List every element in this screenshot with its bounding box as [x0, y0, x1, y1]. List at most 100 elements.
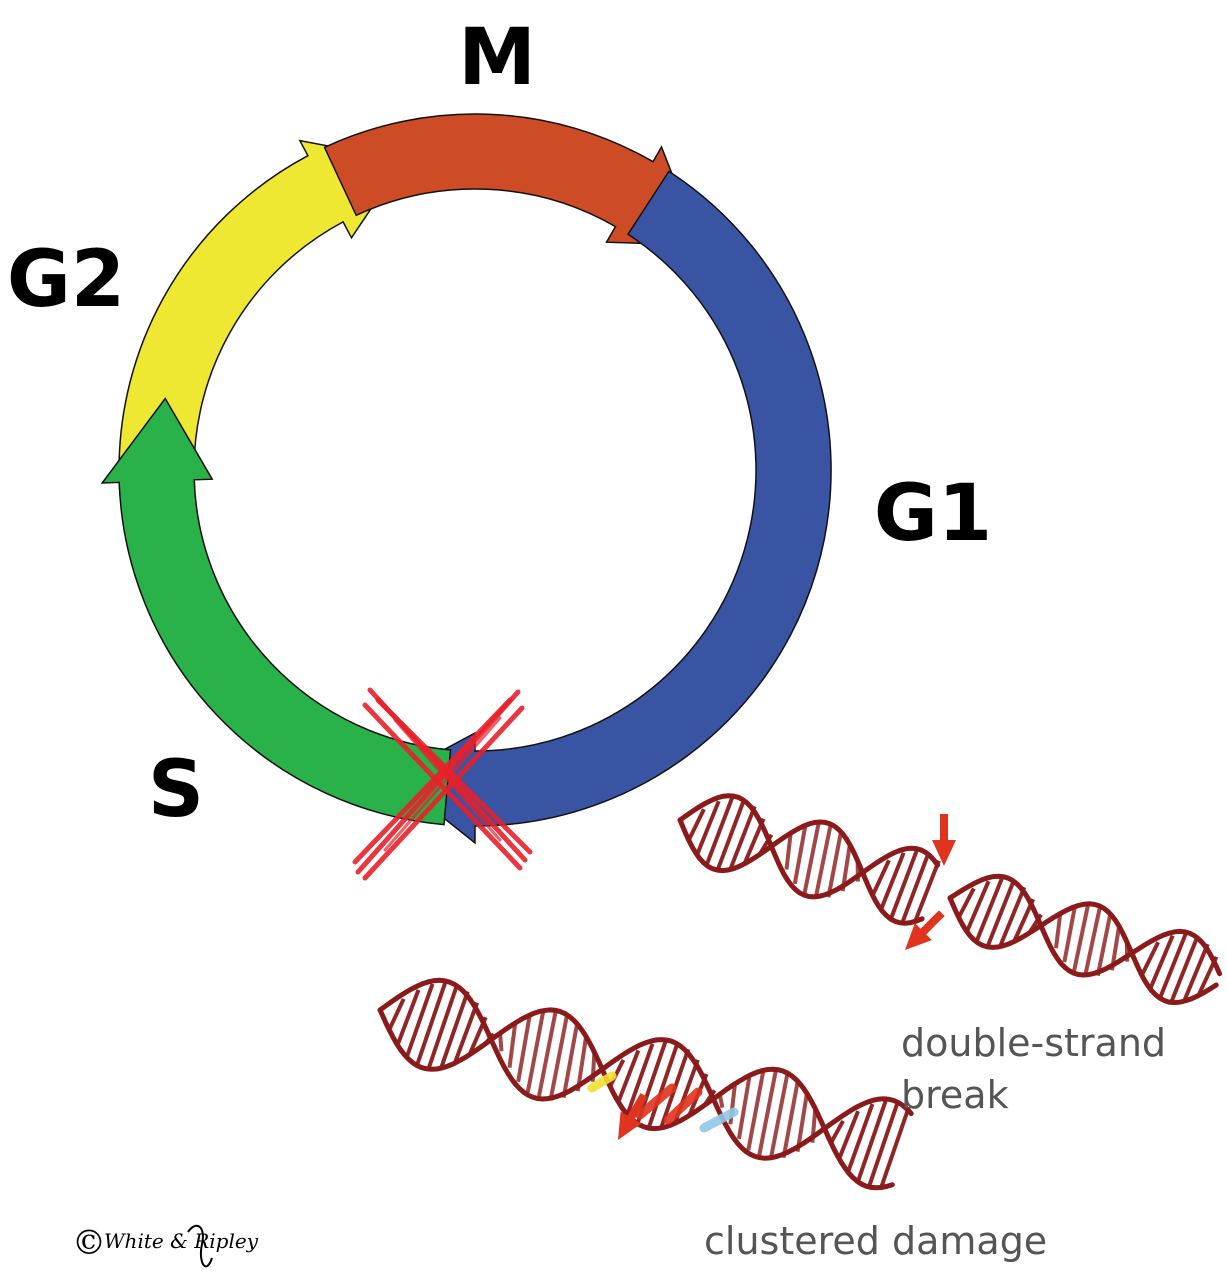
phase-label-g1: G1 [874, 469, 992, 559]
cluster-backbone-1 [377, 1007, 895, 1191]
dsb-left-base-pair [888, 849, 919, 920]
cluster-base-pair [646, 1042, 680, 1129]
dsb-right-base-pair [1140, 941, 1160, 977]
cluster-base-pair [483, 1032, 496, 1046]
cluster-base-pair [756, 1069, 779, 1158]
dsb-right-base-pair [1012, 898, 1036, 943]
cluster-base-pair [467, 1016, 488, 1056]
damage-mark [663, 1087, 703, 1125]
cell-cycle-ring [100, 113, 832, 845]
dsb-left-base-pair [879, 852, 906, 911]
dsb-right-base-pair [1054, 913, 1063, 949]
cluster-base-pair [548, 1014, 570, 1101]
dsb-right-base-pair [1027, 913, 1043, 935]
phase-label-s: S [148, 745, 204, 835]
g1-arrow [391, 170, 832, 845]
cluster-base-pair [795, 1093, 809, 1153]
g2-arrow [118, 139, 405, 496]
dsb-right-base-pair [1182, 943, 1210, 1003]
dsb-left-base-pair [870, 859, 891, 897]
s-arrow [100, 397, 452, 826]
phase-label-m: M [458, 13, 536, 103]
dsb-right-base-pair [1083, 905, 1103, 977]
cluster-base-pair [590, 1052, 597, 1082]
cluster-base-pair [736, 1075, 752, 1140]
cluster-base-pair [536, 1010, 558, 1100]
cluster-base-pair [837, 1110, 860, 1160]
dsb-left-base-pair [813, 823, 833, 899]
dsb-right-base-pair [1110, 925, 1122, 971]
dsb-left-base-pair [826, 831, 843, 898]
dsb-left-base-pair [900, 851, 931, 924]
dsb-left-base-pair [742, 817, 766, 865]
dsb-left-base-pair [704, 796, 735, 866]
dsb-left-base-pair [728, 805, 757, 871]
cluster-base-pair [781, 1080, 800, 1159]
cluster-base-pair [717, 1093, 725, 1109]
cluster-base-pair [625, 1043, 655, 1116]
dsb-right-backbone-1 [947, 895, 1219, 1006]
cluster-base-pair [452, 1002, 480, 1064]
dsb-left-base-pair [757, 833, 774, 856]
damage-mark [699, 1107, 739, 1133]
dsb-left-backbone-2 [677, 793, 941, 900]
dsb-right-base-pair [1169, 935, 1200, 1004]
dsb-right-backbone-2 [947, 873, 1223, 978]
dsb-right-base-pair [956, 887, 976, 919]
cluster-base-pair [608, 1059, 626, 1088]
cluster-base-pair [879, 1106, 911, 1189]
cluster-base-pair [525, 1010, 546, 1093]
dsb-right-base-pair [1062, 906, 1077, 963]
cluster-base-pair [768, 1072, 790, 1161]
dna-clustered-damage [377, 977, 914, 1191]
dsb-right-base-pair [1071, 903, 1091, 973]
dsb-left-base-pair [695, 800, 721, 856]
dsb-right-base-pair [998, 886, 1027, 948]
caption-clustered-damage: clustered damage [704, 1219, 1047, 1263]
damage-mark [587, 1071, 617, 1093]
cluster-base-pair [395, 989, 421, 1046]
red-x-icon [352, 687, 533, 881]
dsb-left-base-pair [784, 832, 793, 870]
dsb-right-base-pair [965, 880, 991, 933]
cross-stroke [352, 697, 513, 865]
dsb-left-base-pair [913, 860, 941, 923]
dsb-right-base-pair [974, 877, 1004, 943]
cluster-base-pair [829, 1119, 845, 1144]
dsb-left-base-pair [715, 798, 747, 871]
cross-stroke [375, 697, 533, 855]
cluster-base-pair [404, 983, 435, 1058]
cross-stroke [383, 716, 502, 852]
copyright-symbol: © [72, 1223, 106, 1263]
signature-text: White & Ripley [104, 1229, 259, 1253]
phase-label-g2: G2 [7, 235, 125, 325]
cluster-base-pair [387, 998, 406, 1031]
dsb-left-base-pair [792, 824, 808, 885]
dna-double-strand-break [677, 793, 1223, 1006]
cluster-base-pair [810, 1108, 818, 1143]
dsb-left-base-pair [840, 844, 852, 892]
cluster-base-pair [855, 1099, 888, 1183]
cluster-base-pair [507, 1022, 518, 1068]
dsb-right-base-pair [1148, 934, 1175, 990]
cluster-base-pair [846, 1103, 875, 1173]
dsb-right-base-pair [985, 879, 1016, 948]
cluster-base-pair [867, 1100, 900, 1188]
dsb-right-base-pair [1095, 913, 1113, 977]
cluster-base-pair [415, 981, 448, 1067]
break-arrow-top-icon [932, 814, 956, 866]
caption-double-strand-line1: double-strand [901, 1021, 1166, 1065]
cluster-base-pair [702, 1089, 717, 1107]
cluster-arrow-icon [618, 1092, 648, 1140]
cluster-base-pair [561, 1023, 580, 1099]
cluster-base-pair [746, 1069, 766, 1151]
cross-stroke [362, 705, 525, 881]
cluster-base-pair [575, 1036, 589, 1092]
dsb-right-base-pair [1196, 955, 1219, 997]
dsb-left-base-pair [686, 808, 706, 842]
break-arrow-bottom-icon [905, 910, 945, 950]
cluster-base-pair [516, 1014, 532, 1083]
dsb-left-base-pair [802, 821, 821, 895]
